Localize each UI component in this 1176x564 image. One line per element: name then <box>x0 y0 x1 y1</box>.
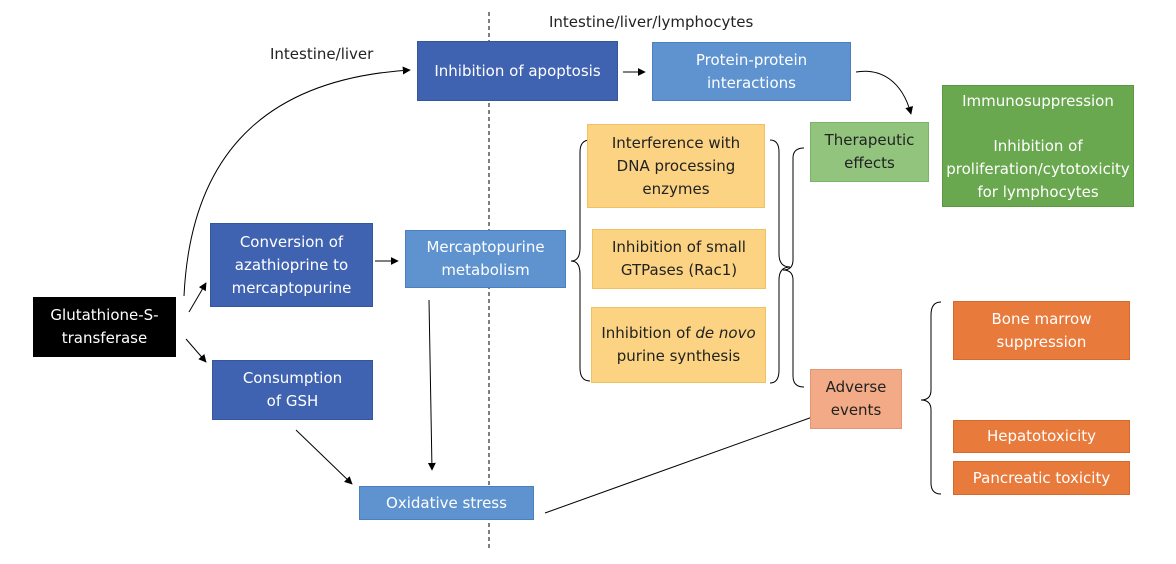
arrow-consumption-to-oxidative <box>295 429 353 485</box>
arrow-metabolism-to-oxidative <box>427 299 436 471</box>
brace-left-mechanisms <box>570 139 591 382</box>
node-pancreatic-toxicity: Pancreatic toxicity <box>953 461 1130 495</box>
node-glutathione-s-transferase: Glutathione-S-transferase <box>33 297 176 357</box>
arrow-protein-to-therapeutic <box>855 70 914 115</box>
brace-adverse-outcomes <box>920 301 942 495</box>
arrow-gst-to-conversion <box>188 282 207 313</box>
brace-therapeutic-adverse <box>782 147 805 388</box>
node-oxidative-stress: Oxidative stress <box>359 486 534 520</box>
node-hepatotoxicity: Hepatotoxicity <box>953 420 1130 453</box>
brace-right-mechanisms <box>769 139 791 384</box>
region-label-intestine-liver: Intestine/liver <box>270 45 374 63</box>
node-immunosuppression: Immunosuppression Inhibition of prolifer… <box>942 85 1134 207</box>
arrow-oxidative-to-adverse <box>544 413 819 514</box>
arrow-gst-to-apoptosis <box>183 66 411 297</box>
region-label-intestine-liver-lymphocytes: Intestine/liver/lymphocytes <box>549 13 754 31</box>
arrow-gst-to-consumption <box>185 338 207 363</box>
node-inhibition-apoptosis: Inhibition of apoptosis <box>417 41 618 101</box>
